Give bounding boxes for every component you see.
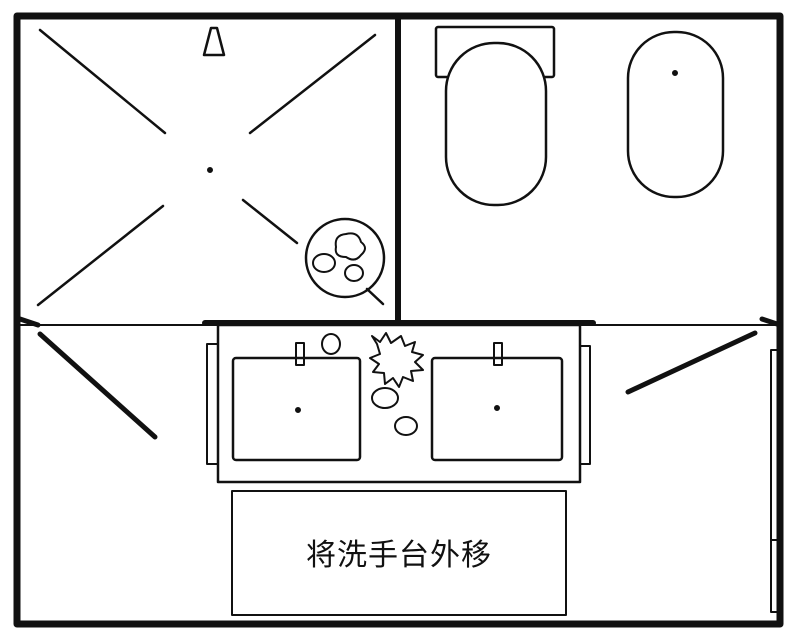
sink-drain-left-icon: [295, 407, 301, 413]
bathtub-oval: [626, 30, 725, 199]
drain-slope-line: [241, 198, 299, 245]
counter-top: [216, 323, 582, 484]
decor-stone-icon: [371, 387, 399, 409]
drain-slope-line: [38, 28, 167, 135]
counter-side-left: [206, 343, 219, 465]
shower-drain-icon: [207, 167, 213, 173]
door-left: [37, 331, 158, 440]
shower-head-icon: [202, 26, 226, 57]
drain-slope-line: [248, 33, 377, 135]
vanity-counter: [206, 323, 591, 484]
faucet-left-icon: [295, 342, 305, 366]
sink-drain-right-icon: [494, 405, 500, 411]
counter-side-right: [579, 345, 591, 465]
flower-plant-icon: [369, 332, 424, 388]
potted-plant-icon: [304, 217, 386, 299]
drain-slope-line: [36, 204, 165, 307]
sink-right: [430, 356, 564, 462]
decor-stone-icon: [394, 416, 418, 436]
bathtub-basin: [444, 41, 548, 207]
wall-stub-right: [759, 316, 783, 328]
shower: [36, 26, 385, 307]
wall-stub-left: [17, 316, 41, 328]
door-right: [625, 330, 758, 395]
bathtub: [434, 25, 725, 207]
wall-window-right: [770, 349, 782, 613]
floor-mat: [231, 490, 567, 616]
faucet-right-icon: [493, 342, 503, 366]
drain-slope-line: [365, 287, 385, 306]
soap-dish-icon: [321, 333, 341, 355]
bathtub-drain-icon: [672, 70, 678, 76]
caption-move-vanity-out: 将洗手台外移: [306, 538, 492, 573]
